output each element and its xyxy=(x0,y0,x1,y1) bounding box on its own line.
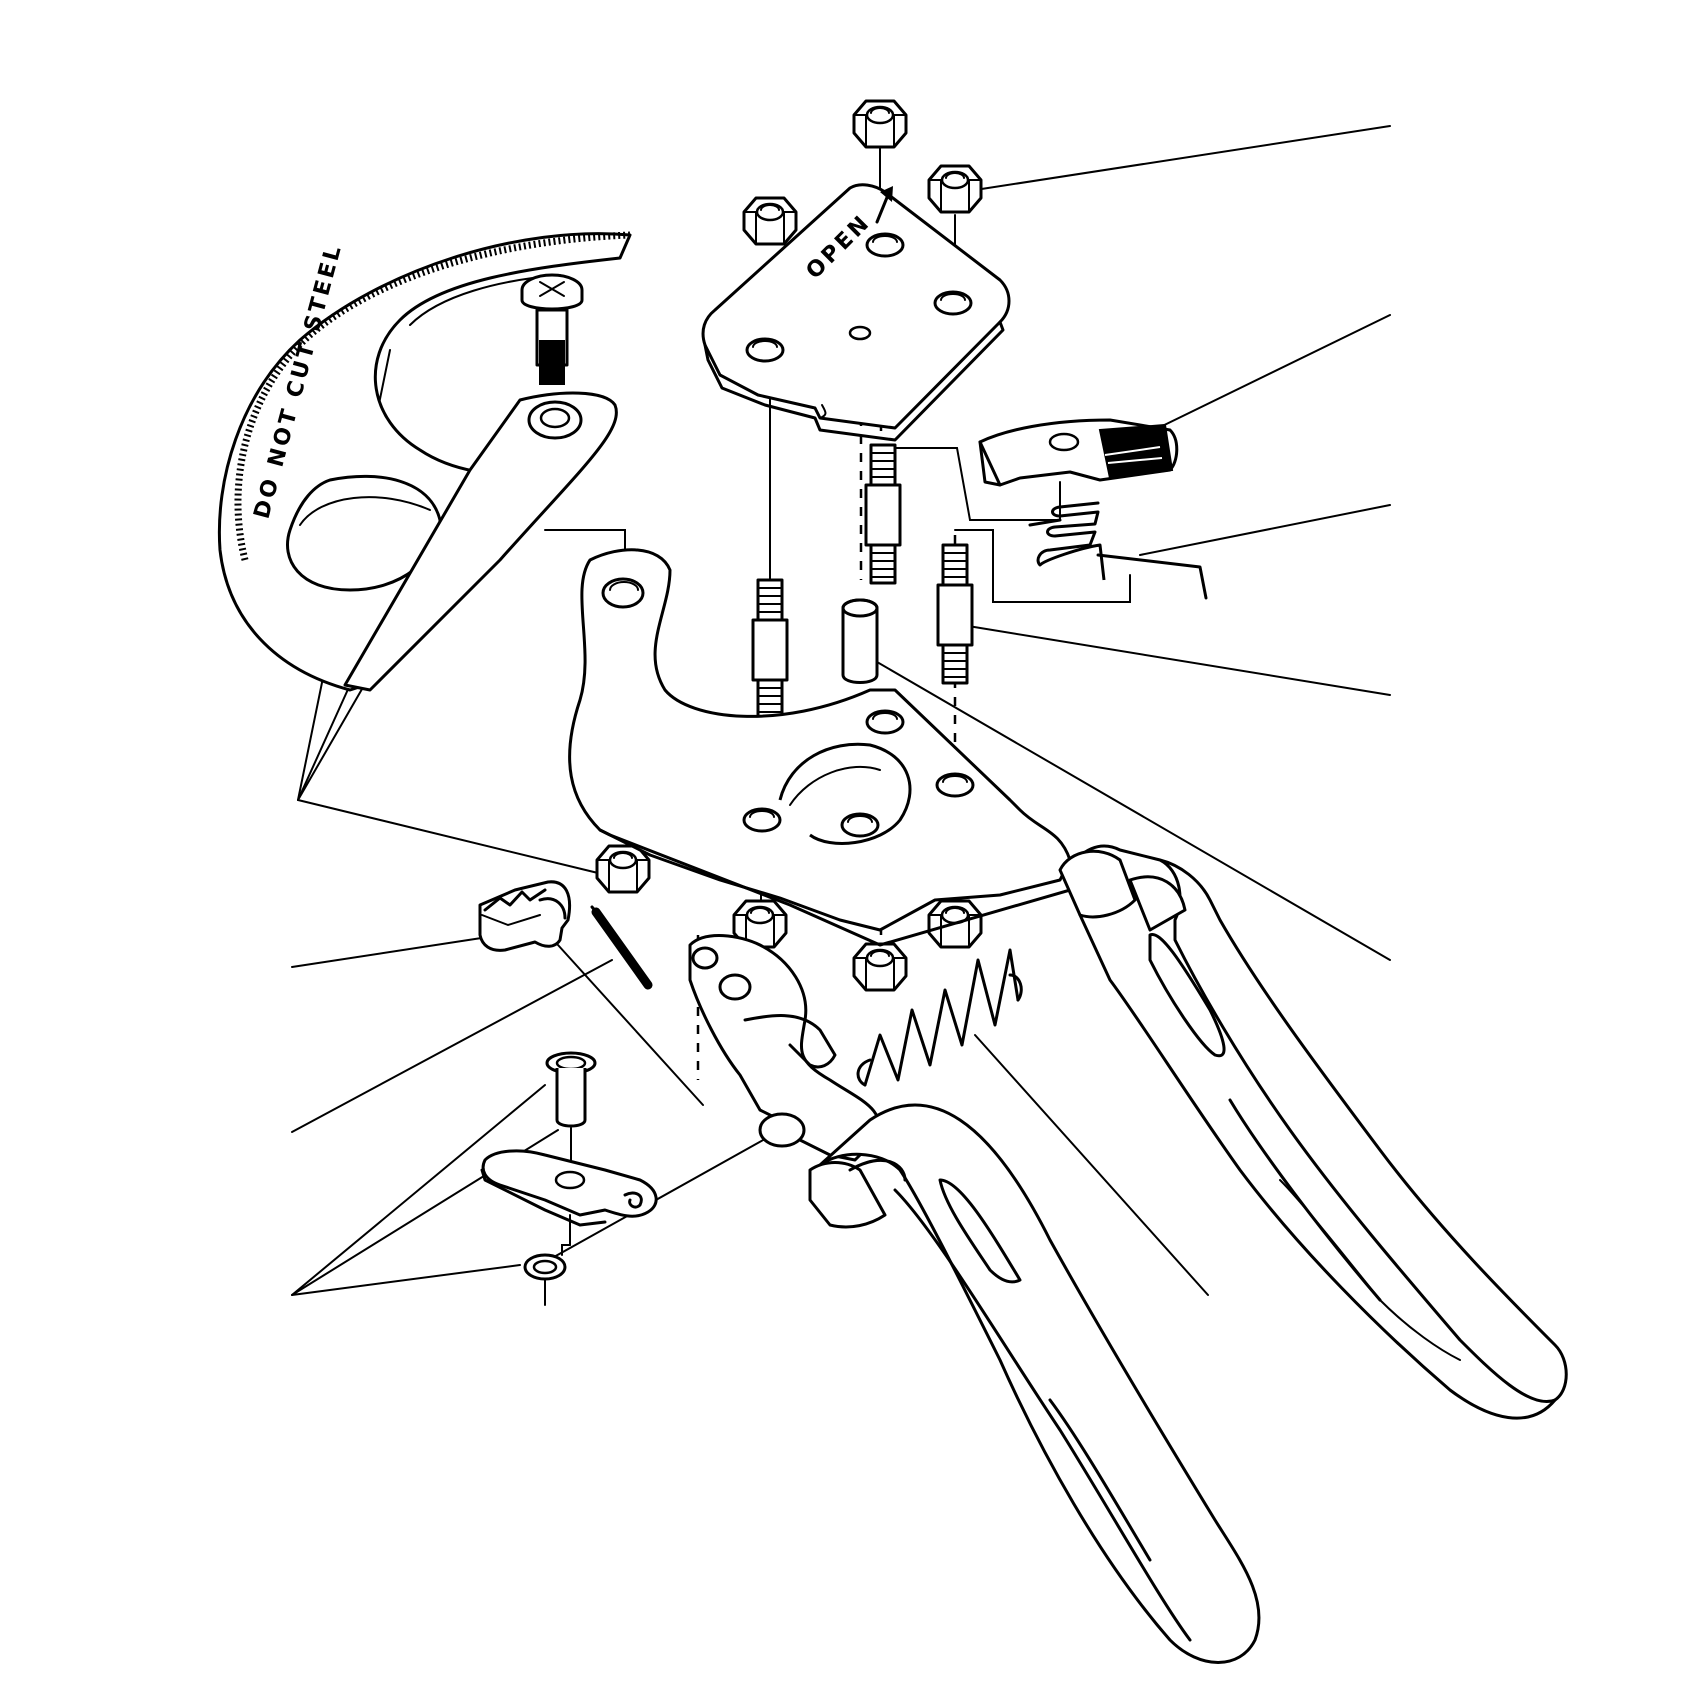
stud-icon xyxy=(751,578,789,720)
small-pin-icon xyxy=(590,905,653,990)
screw-icon xyxy=(520,273,584,385)
left-handle xyxy=(688,934,1261,1664)
lower-jaw xyxy=(568,548,1072,947)
trigger-link xyxy=(480,1149,658,1227)
hex-nut-icon xyxy=(595,844,651,894)
latch-cam xyxy=(978,418,1179,487)
blade-link xyxy=(343,391,618,692)
bushing-icon xyxy=(545,1051,597,1171)
cutting-blade: DO NOT CUT STEEL xyxy=(217,231,632,692)
cover-plate: OPEN xyxy=(701,183,1011,442)
ratchet-teeth xyxy=(743,1014,837,1069)
hex-nut-icon xyxy=(852,942,908,992)
stud-icon xyxy=(864,443,902,585)
spacer-sleeve xyxy=(841,598,879,684)
torsion-spring xyxy=(1028,501,1208,600)
right-handle xyxy=(1058,844,1568,1420)
hex-nut-icon xyxy=(927,164,983,214)
hex-nut-icon xyxy=(852,99,908,149)
stud-icon xyxy=(936,543,974,685)
washer-icon xyxy=(523,1214,571,1281)
pawl xyxy=(478,880,572,952)
hex-nut-icon xyxy=(742,196,798,246)
spring-icon xyxy=(856,948,1023,1087)
